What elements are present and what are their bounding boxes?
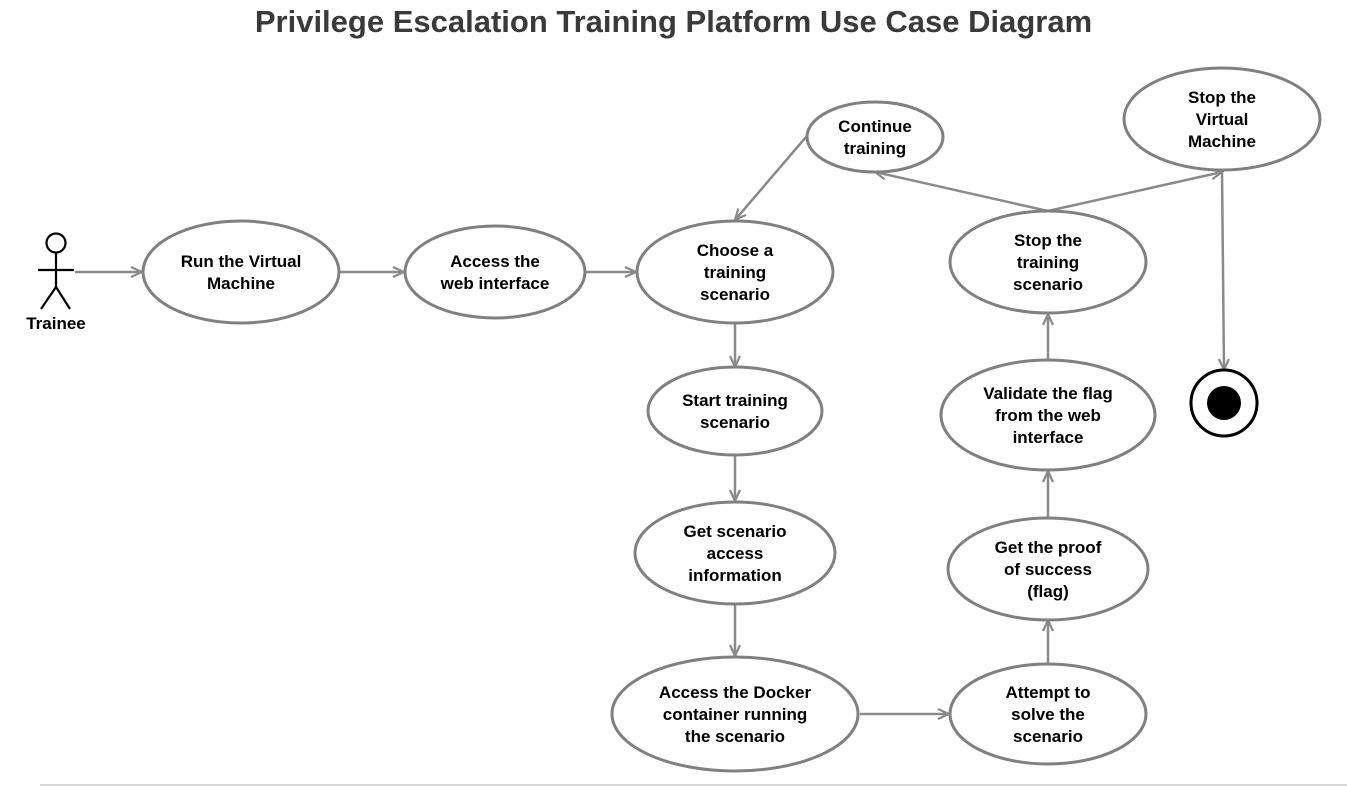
use-case-validate[interactable]: Validate the flag from the web interface	[939, 358, 1157, 472]
use-case-label: Access the	[450, 252, 540, 271]
use-case-ellipse	[939, 358, 1157, 472]
use-case-label: Stop the	[1014, 231, 1082, 250]
use-case-label: scenario	[1013, 275, 1083, 294]
use-case-label: container running	[663, 705, 808, 724]
use-case-get-info[interactable]: Get scenario access information	[633, 500, 837, 606]
use-case-ellipse	[610, 655, 860, 773]
use-case-proof[interactable]: Get the proof of success (flag)	[946, 516, 1150, 622]
arrow-stop_vm-to-final_node	[1222, 171, 1224, 370]
use-case-ellipse	[635, 219, 835, 325]
use-case-label: Validate the flag	[983, 384, 1112, 403]
use-case-label: Machine	[207, 274, 275, 293]
use-case-label: training	[844, 139, 906, 158]
use-case-start[interactable]: Start training scenario	[646, 365, 824, 457]
use-case-attempt[interactable]: Attempt to solve the scenario	[948, 662, 1148, 766]
use-case-choose[interactable]: Choose a training scenario	[635, 219, 835, 325]
use-case-label: scenario	[700, 285, 770, 304]
use-case-label: training	[1017, 253, 1079, 272]
use-case-stop-training[interactable]: Stop the training scenario	[948, 209, 1148, 315]
flow-arrows	[75, 136, 1224, 714]
use-case-label: access	[707, 544, 764, 563]
use-case-label: Access the Docker	[659, 683, 812, 702]
use-case-ellipse	[805, 100, 945, 174]
use-case-ellipse	[948, 209, 1148, 315]
stick-figure-icon	[38, 232, 74, 310]
use-case-label: solve the	[1011, 705, 1085, 724]
use-case-label: of success	[1004, 560, 1092, 579]
bottom-divider	[40, 784, 1347, 786]
use-case-label: from the web	[995, 406, 1101, 425]
use-case-label: Machine	[1188, 132, 1256, 151]
use-case-label: Start training	[682, 391, 788, 410]
use-case-label: information	[688, 566, 782, 585]
use-case-docker[interactable]: Access the Docker container running the sc…	[610, 655, 860, 773]
diagram-title: Privilege Escalation Training Platform U…	[254, 4, 1093, 39]
use-case-label: Run the Virtual	[181, 252, 302, 271]
final-node-icon	[1189, 368, 1259, 438]
use-case-label: training	[704, 263, 766, 282]
use-case-ellipse	[948, 662, 1148, 766]
actor-label: Trainee	[26, 314, 86, 333]
use-case-label: Stop the	[1188, 88, 1256, 107]
use-case-label: Get scenario	[684, 522, 787, 541]
use-case-access-web[interactable]: Access the web interface	[403, 224, 587, 320]
use-case-label: Choose a	[697, 241, 774, 260]
actor-trainee: Trainee	[26, 232, 86, 333]
arrow-stop_training-to-stop_vm	[1047, 172, 1222, 213]
use-case-ellipse	[141, 219, 341, 325]
use-case-label: scenario	[700, 413, 770, 432]
use-case-continue[interactable]: Continue training	[805, 100, 945, 174]
use-case-ellipse	[633, 500, 837, 606]
use-case-ellipse	[403, 224, 587, 320]
use-case-label: Get the proof	[995, 538, 1102, 557]
arrow-continue-to-choose	[735, 136, 807, 220]
use-case-ellipse	[946, 516, 1150, 622]
use-case-label: scenario	[1013, 727, 1083, 746]
use-case-ellipse	[646, 365, 824, 457]
use-case-label: Continue	[838, 117, 912, 136]
use-case-label: (flag)	[1027, 582, 1069, 601]
use-case-label: the scenario	[685, 727, 785, 746]
use-case-label: Virtual	[1196, 110, 1249, 129]
use-case-label: interface	[1013, 428, 1084, 447]
use-case-label: web interface	[440, 274, 550, 293]
use-case-ellipse	[1122, 66, 1322, 172]
arrow-stop_training-to-continue	[875, 172, 1049, 213]
use-case-label: Attempt to	[1006, 683, 1091, 702]
